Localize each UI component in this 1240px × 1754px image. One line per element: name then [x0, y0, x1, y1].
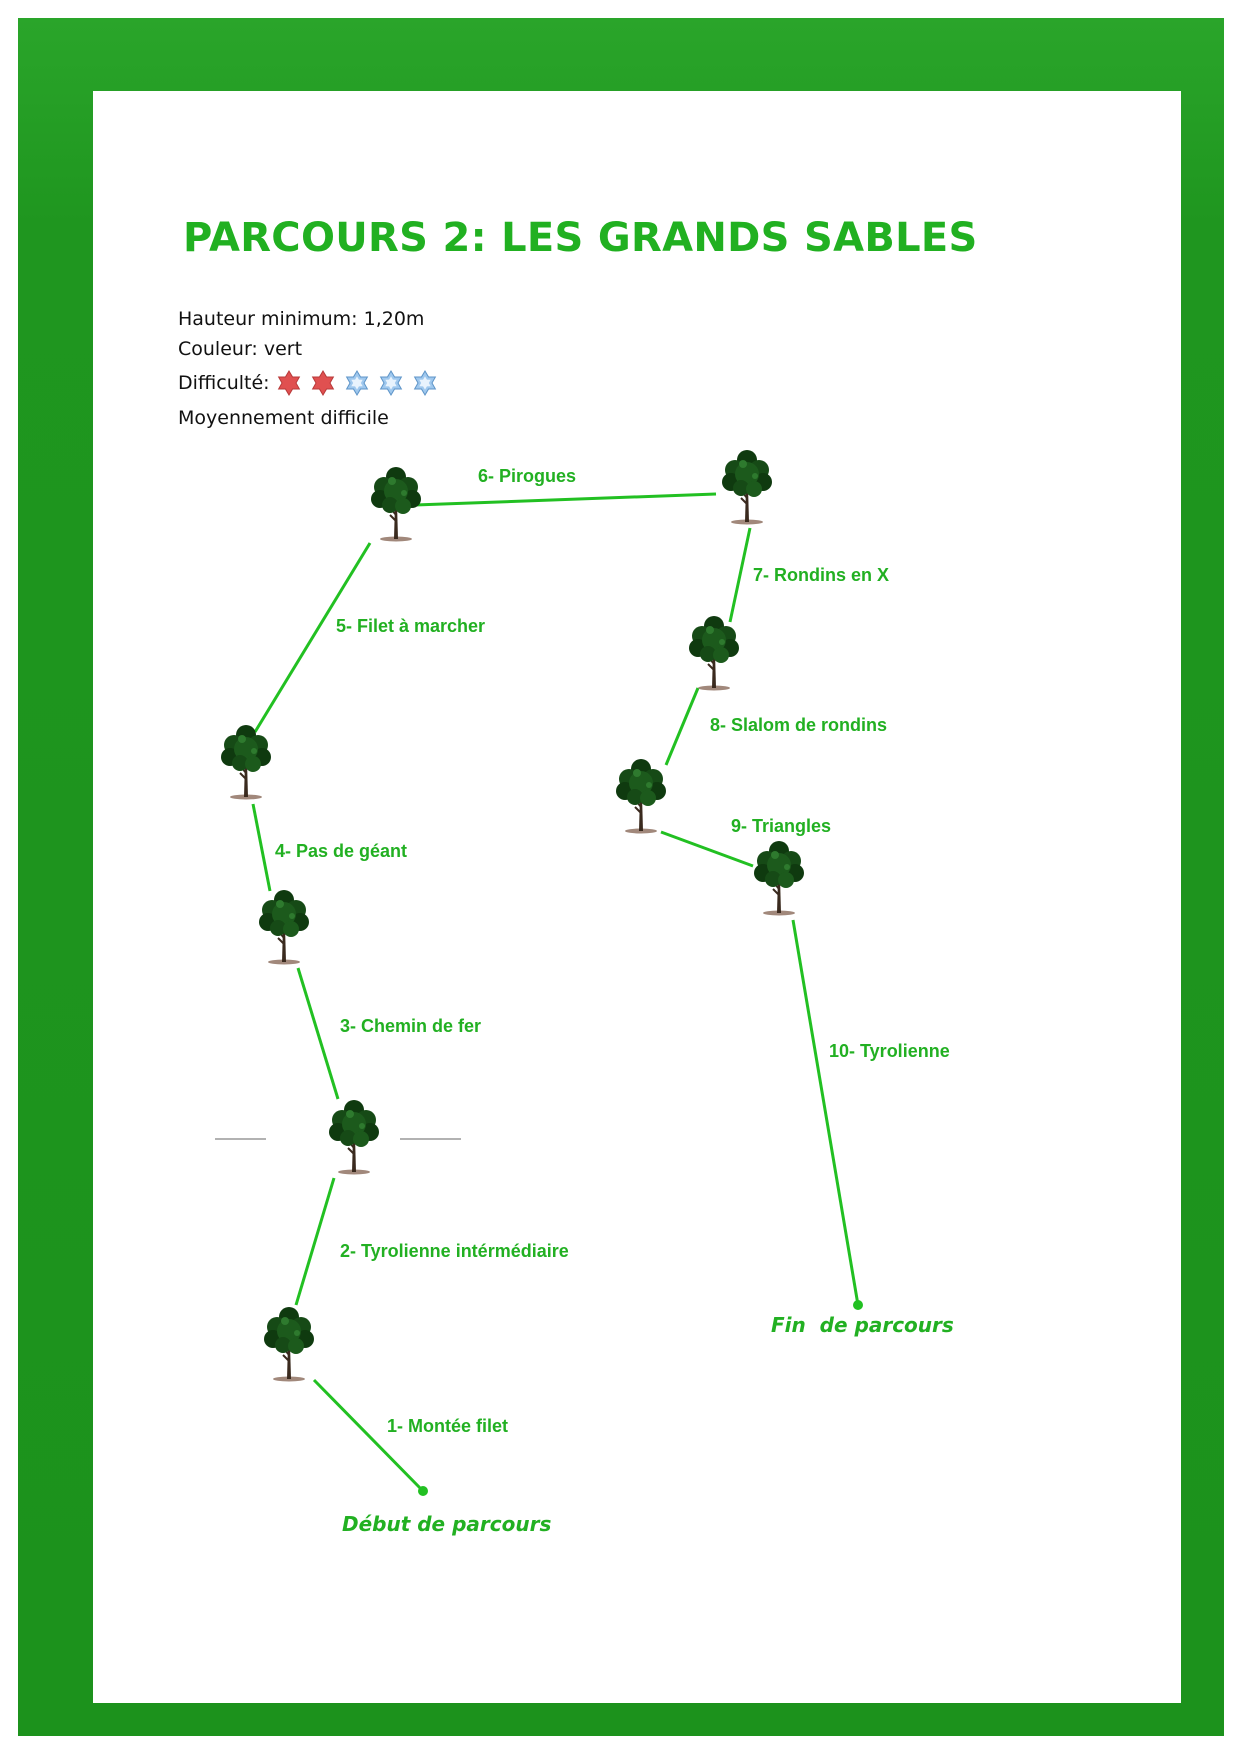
star-filled-icon [277, 370, 300, 396]
segment-5-label: 5- Filet à marcher [336, 616, 485, 636]
star-empty-icon [413, 370, 436, 396]
tree-icon [688, 615, 740, 692]
page-title: PARCOURS 2: LES GRANDS SABLES [183, 215, 978, 261]
page-sheet [93, 91, 1181, 1703]
segment-5-line [253, 542, 372, 733]
segment-2-label: 2- Tyrolienne intérmédiaire [340, 1241, 569, 1261]
tree-icon [258, 889, 310, 966]
segment-4-label: 4- Pas de géant [275, 841, 407, 861]
segment-9-line [660, 830, 754, 868]
segment-3-line [296, 967, 340, 1100]
page-border [18, 18, 1224, 1736]
difficulty-row: Difficulté: [178, 370, 438, 396]
segment-8-label: 8- Slalom de rondins [710, 715, 887, 735]
end-marker [853, 1300, 863, 1310]
segment-6-line [414, 492, 717, 507]
segment-6-label: 6- Pirogues [478, 466, 576, 486]
tree-icon [263, 1306, 315, 1383]
difficulty-rating [276, 370, 438, 396]
segment-2-line [294, 1177, 336, 1306]
min-height-text: Hauteur minimum: 1,20m [178, 308, 425, 330]
tree-icon [328, 1099, 380, 1176]
difficulty-label: Difficulté: [178, 372, 270, 394]
tree-icon [220, 724, 272, 801]
segment-7-label: 7- Rondins en X [753, 565, 889, 585]
star-empty-icon [379, 370, 402, 396]
segment-10-label: 10- Tyrolienne [829, 1041, 950, 1061]
color-text: Couleur: vert [178, 338, 303, 360]
segment-4-line [251, 803, 272, 892]
segment-1-label: 1- Montée filet [387, 1416, 508, 1436]
segment-9-label: 9- Triangles [731, 816, 831, 836]
segment-1-line [312, 1378, 425, 1493]
segment-7-line [728, 527, 752, 623]
tree-icon [753, 840, 805, 917]
start-label: Début de parcours [342, 1512, 551, 1536]
end-label: Fin de parcours [771, 1313, 954, 1337]
difficulty-level-text: Moyennement difficile [178, 407, 389, 429]
tree-icon [615, 758, 667, 835]
tree-icon [370, 466, 422, 543]
star-filled-icon [311, 370, 334, 396]
segment-8-line [664, 687, 700, 766]
segment-3-label: 3- Chemin de fer [340, 1016, 481, 1036]
segment-10-line [791, 919, 860, 1306]
start-marker [418, 1486, 428, 1496]
star-empty-icon [345, 370, 368, 396]
tree-icon [721, 449, 773, 526]
